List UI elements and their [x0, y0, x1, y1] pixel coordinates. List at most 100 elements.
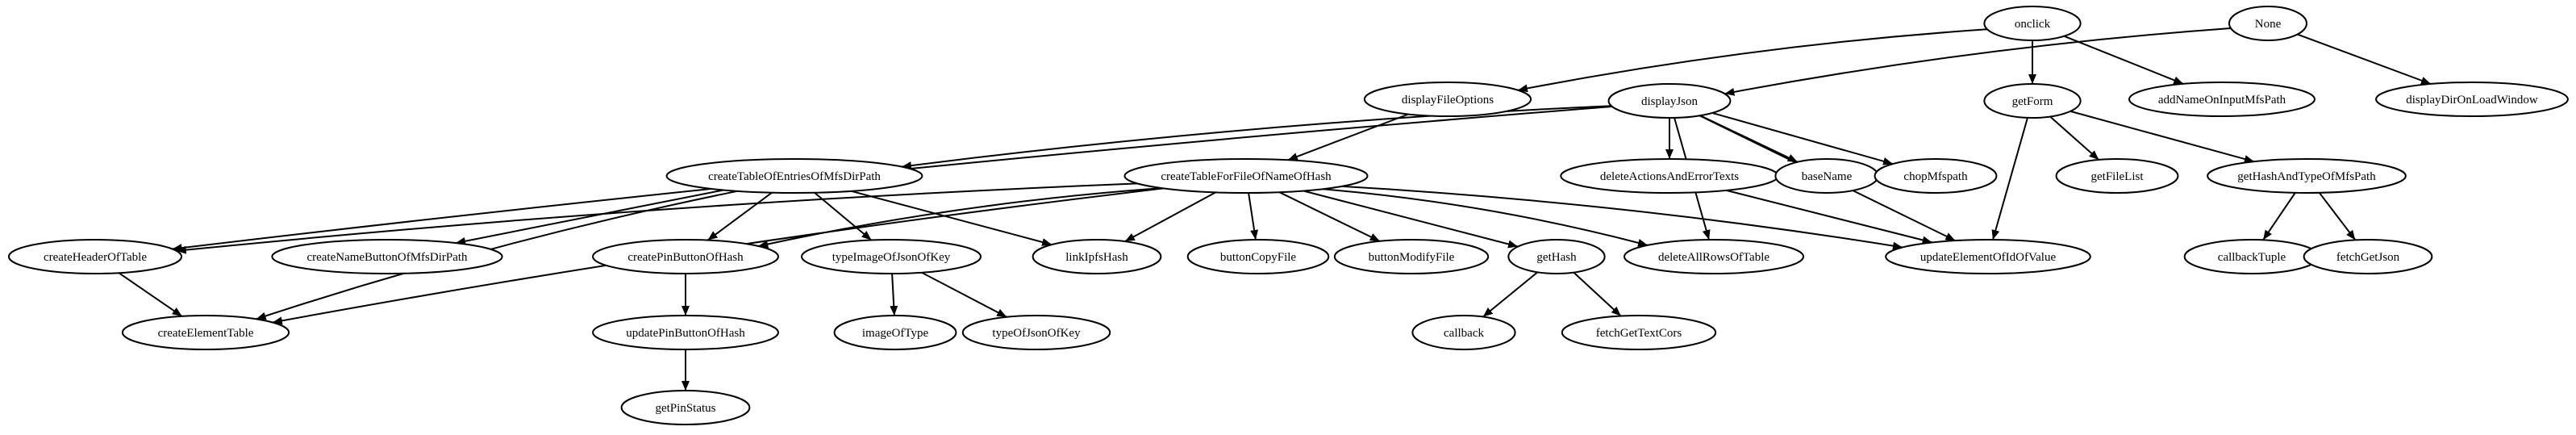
node-createHeaderOfTable: createHeaderOfTable	[7, 239, 183, 274]
node-getFileList: getFileList	[2055, 158, 2179, 194]
node-getHashAndTypeOfMfsPath: getHashAndTypeOfMfsPath	[2207, 158, 2407, 194]
node-createPinButtonOfHash: createPinButtonOfHash	[592, 239, 779, 274]
edge-deleteActionsAndErrorTexts-to-updateElementOfIdOfValue	[1726, 189, 1932, 245]
node-label: deleteAllRowsOfTable	[1658, 251, 1769, 264]
node-ellipse	[1624, 239, 1804, 274]
node-label: displayDirOnLoadWindow	[2406, 94, 2538, 107]
node-ellipse	[1874, 158, 1998, 194]
edge-createTableOfEntriesOfMfsDirPath-to-createNameButtonOfMfsDirPath	[455, 189, 724, 245]
node-createNameButtonOfMfsDirPath: createNameButtonOfMfsDirPath	[271, 239, 503, 274]
edge-createTableOfEntriesOfMfsDirPath-to-createElementTable	[256, 190, 738, 320]
node-getPinStatus: getPinStatus	[620, 390, 751, 425]
node-chopMfspath: chopMfspath	[1874, 158, 1998, 194]
node-label: buttonModifyFile	[1369, 251, 1455, 264]
node-label: getHashAndTypeOfMfsPath	[2237, 170, 2376, 183]
edge-None-to-displayDirOnLoadWindow	[2297, 33, 2432, 85]
node-ellipse	[1607, 83, 1732, 119]
edge-createTableOfEntriesOfMfsDirPath-to-createPinButtonOfHash	[707, 191, 773, 241]
node-ellipse	[1032, 239, 1162, 274]
edge-getForm-to-getFileList	[2049, 115, 2100, 161]
node-label: callbackTuple	[2218, 251, 2286, 264]
nodes-layer: onclick None displayFileOptions displayJson…	[7, 6, 2569, 425]
node-ellipse	[2055, 158, 2179, 194]
node-label: fetchGetTextCors	[1596, 327, 1682, 340]
edge-createTableForFileOfNameOfHash-to-getHash	[1303, 190, 1519, 249]
node-ellipse	[2207, 158, 2407, 194]
node-label: createPinButtonOfHash	[627, 251, 744, 264]
node-createElementTable: createElementTable	[121, 315, 290, 350]
node-ellipse	[2303, 239, 2433, 274]
node-label: getForm	[2012, 95, 2053, 108]
node-label: createTableOfEntriesOfMfsDirPath	[708, 170, 881, 183]
node-displayDirOnLoadWindow: displayDirOnLoadWindow	[2375, 82, 2569, 117]
node-label: typeImageOfJsonOfKey	[832, 251, 951, 264]
node-ellipse	[2375, 82, 2569, 117]
node-onclick: onclick	[1983, 6, 2082, 41]
node-label: buttonCopyFile	[1220, 251, 1297, 264]
edge-onclick-to-addNameOnInputMfsPath	[2064, 35, 2184, 85]
node-linkIpfsHash: linkIpfsHash	[1032, 239, 1162, 274]
node-updatePinButtonOfHash: updatePinButtonOfHash	[592, 315, 779, 350]
node-fetchGetTextCors: fetchGetTextCors	[1561, 315, 1717, 350]
edge-typeImageOfJsonOfKey-to-typeOfJsonOfKey	[921, 271, 1007, 318]
node-label: typeOfJsonOfKey	[992, 327, 1081, 340]
node-label: displayFileOptions	[1402, 94, 1494, 107]
edge-createTableForFileOfNameOfHash-to-createHeaderOfTable	[176, 182, 1138, 254]
node-buttonModifyFile: buttonModifyFile	[1333, 239, 1490, 274]
node-label: baseName	[1802, 170, 1853, 183]
node-label: None	[2255, 18, 2282, 31]
edge-displayJson-to-chopMfspath	[1711, 111, 1894, 165]
edge-getHashAndTypeOfMfsPath-to-fetchGetJson	[2319, 192, 2357, 241]
node-ellipse	[121, 315, 290, 350]
node-fetchGetJson: fetchGetJson	[2303, 239, 2433, 274]
edge-createTableForFileOfNameOfHash-to-deleteAllRowsOfTable	[1322, 188, 1649, 247]
node-ellipse	[1363, 82, 1532, 117]
node-ellipse	[2128, 82, 2315, 117]
node-callback: callback	[1411, 315, 1516, 350]
edge-createTableForFileOfNameOfHash-to-buttonModifyFile	[1278, 191, 1381, 242]
node-ellipse	[1561, 315, 1717, 350]
node-label: updatePinButtonOfHash	[626, 327, 745, 340]
edge-displayFileOptions-to-createTableForFileOfNameOfHash	[1287, 113, 1409, 161]
edge-createTableForFileOfNameOfHash-to-linkIpfsHash	[1124, 191, 1216, 242]
edge-createTableForFileOfNameOfHash-to-createPinButtonOfHash	[758, 187, 1162, 249]
node-label: getFileList	[2091, 170, 2145, 183]
node-label: imageOfType	[862, 327, 929, 340]
edge-getHash-to-fetchGetTextCors	[1573, 271, 1622, 317]
node-createTableForFileOfNameOfHash: createTableForFileOfNameOfHash	[1123, 158, 1369, 194]
node-label: createElementTable	[158, 327, 254, 340]
node-ellipse	[1333, 239, 1490, 274]
node-ellipse	[592, 315, 779, 350]
node-label: chopMfspath	[1903, 170, 1968, 183]
node-None: None	[2228, 6, 2307, 41]
node-label: getHash	[1536, 251, 1577, 264]
edge-getForm-to-getHashAndTypeOfMfsPath	[2070, 110, 2255, 163]
node-label: getPinStatus	[655, 402, 715, 415]
node-createTableOfEntriesOfMfsDirPath: createTableOfEntriesOfMfsDirPath	[665, 158, 923, 194]
edge-None-to-displayJson	[1724, 27, 2232, 96]
node-label: onclick	[2015, 18, 2051, 31]
node-buttonCopyFile: buttonCopyFile	[1186, 239, 1330, 274]
node-ellipse	[1983, 6, 2082, 41]
node-typeImageOfJsonOfKey: typeImageOfJsonOfKey	[801, 239, 982, 274]
node-ellipse	[620, 390, 751, 425]
node-label: displayJson	[1641, 95, 1699, 108]
edge-createHeaderOfTable-to-createElementTable	[118, 272, 183, 317]
node-deleteActionsAndErrorTexts: deleteActionsAndErrorTexts	[1560, 158, 1779, 194]
node-label: fetchGetJson	[2336, 251, 2400, 264]
node-ellipse	[271, 239, 503, 274]
node-ellipse	[1411, 315, 1516, 350]
node-getHash: getHash	[1507, 239, 1606, 274]
node-ellipse	[592, 239, 779, 274]
edge-getHash-to-callback	[1482, 271, 1539, 318]
node-ellipse	[665, 158, 923, 194]
node-ellipse	[801, 239, 982, 274]
node-label: addNameOnInputMfsPath	[2158, 94, 2286, 107]
node-getForm: getForm	[1983, 83, 2082, 119]
edge-createTableForFileOfNameOfHash-to-buttonCopyFile	[1248, 192, 1259, 241]
node-label: linkIpfsHash	[1065, 251, 1128, 264]
node-ellipse	[1983, 83, 2082, 119]
edge-createTableOfEntriesOfMfsDirPath-to-typeImageOfJsonOfKey	[814, 191, 873, 241]
edges-layer	[118, 27, 2432, 391]
